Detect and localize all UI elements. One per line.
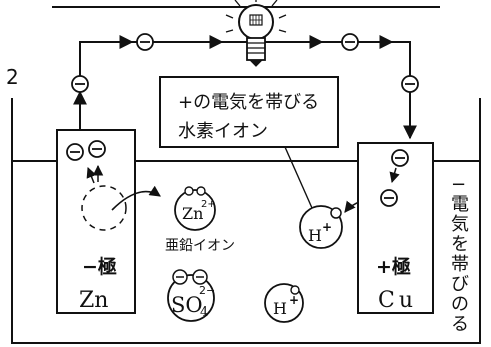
vertical-note-char: 電 [451, 194, 469, 215]
hydrogen-ion-near-copper-symbol: H [308, 226, 322, 245]
callout-pointer [284, 146, 313, 209]
vertical-note-char: − [451, 174, 466, 195]
zinc-electron-arrow-1 [86, 167, 97, 184]
hydrogen-ion-solution-charge: + [289, 293, 299, 307]
zinc-ion-charge: 2+ [201, 199, 216, 210]
copper-symbol: Cu [378, 288, 417, 313]
zinc-ion-symbol: Zn [182, 204, 203, 223]
vertical-note-char: の [451, 294, 469, 315]
sulfate-ion: SO 4 2− [167, 269, 215, 322]
hydrogen-ion-callout-box [159, 76, 339, 148]
figure-number: 2 [6, 65, 19, 89]
electron-wire-left [71, 75, 89, 93]
zinc-vacancy [81, 185, 127, 231]
vertical-note-char: 帯 [451, 254, 469, 275]
beaker-outline [11, 98, 481, 344]
zinc-pole-label: −極 [82, 255, 117, 278]
copper-electron-arrow [389, 167, 400, 184]
hydrogen-ion-solution: H + [264, 283, 304, 323]
hydrogen-ion-near-copper: H + [299, 205, 343, 249]
hydrogen-ion-near-copper-charge: + [322, 220, 332, 234]
vertical-note-char: び [451, 274, 469, 295]
electron-zinc-1 [66, 143, 84, 161]
sulfate-ion-symbol: SO [171, 293, 203, 317]
copper-pole-label: +極 [376, 255, 411, 278]
electron-zinc-2 [88, 140, 106, 158]
vertical-note-char: を [451, 234, 469, 255]
electron-wire-top-left [136, 33, 154, 51]
electron-wire-top-right [341, 33, 359, 51]
sulfate-ion-charge: 2− [199, 284, 215, 297]
light-bulb-icon [225, 0, 287, 67]
hydrogen-ion-solution-symbol: H [273, 299, 287, 318]
callout-line-1: +の電気を帯びる [178, 92, 319, 113]
vertical-note-char: る [451, 314, 469, 335]
electron-wire-right [401, 75, 419, 93]
zinc-ion: Zn 2+ [174, 186, 216, 231]
sulfate-ion-subscript: 4 [200, 305, 208, 320]
zinc-ion-caption: 亜鉛イオン [165, 238, 235, 254]
electron-copper-1 [391, 149, 409, 167]
zinc-symbol: Zn [79, 288, 108, 313]
vertical-note-char: 気 [451, 214, 469, 235]
zinc-ion-release-arrow [111, 185, 161, 211]
callout-line-2: 水素イオン [178, 121, 268, 142]
electron-copper-2 [380, 189, 398, 207]
